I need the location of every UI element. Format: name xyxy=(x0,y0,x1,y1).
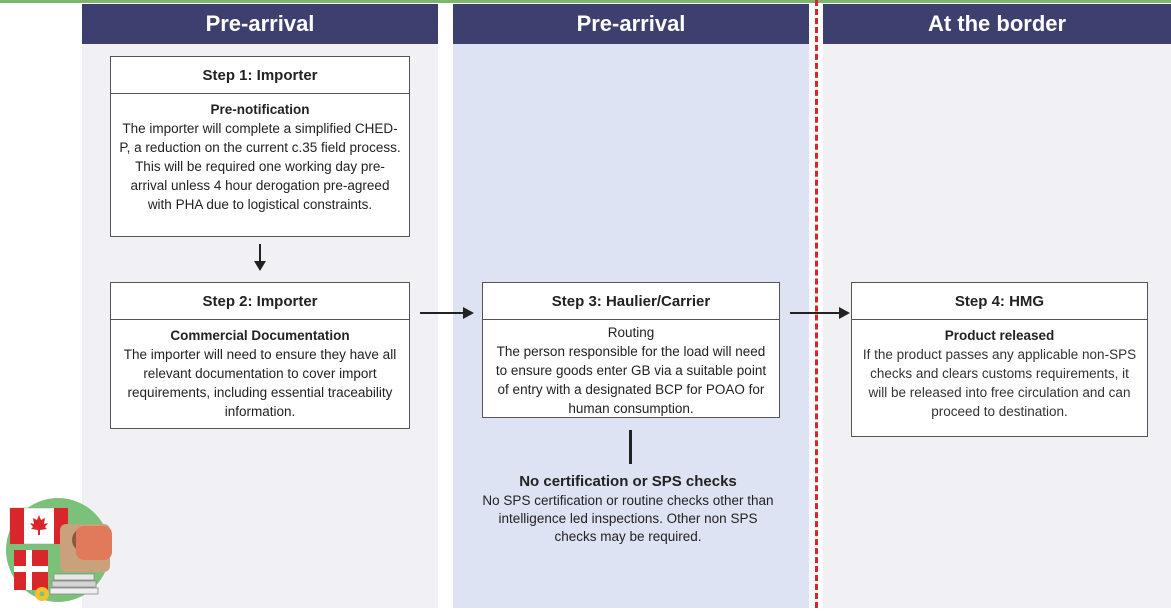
top-accent-line xyxy=(0,0,1171,3)
canada-flag-icon xyxy=(9,507,69,545)
note-title: No certification or SPS checks xyxy=(519,473,737,490)
step-1-title: Step 1: Importer xyxy=(111,57,409,94)
step-4-subtitle: Product released xyxy=(944,328,1055,343)
second-flag-icon xyxy=(14,550,48,590)
step-3-box: Step 3: Haulier/Carrier Routing The pers… xyxy=(482,282,780,418)
note-body: No SPS certification or routine checks o… xyxy=(482,493,774,544)
step-1-box: Step 1: Importer Pre-notification The im… xyxy=(110,56,410,237)
step-4-body: If the product passes any applicable non… xyxy=(862,347,1137,419)
column-header-pre-arrival-1: Pre-arrival xyxy=(82,4,438,44)
column-header-pre-arrival-2: Pre-arrival xyxy=(453,4,809,44)
arrow-step1-to-step2-line xyxy=(259,244,261,262)
gear-icon xyxy=(35,587,49,601)
arrow-step1-to-step2-head xyxy=(254,261,266,271)
documents-stack-icon xyxy=(49,573,99,595)
step-2-subtitle: Commercial Documentation xyxy=(170,328,350,343)
connector-step3-to-note xyxy=(629,430,632,464)
step-2-body: The importer will need to ensure they ha… xyxy=(123,347,397,419)
step-3-body: The person responsible for the load will… xyxy=(495,344,767,416)
arrow-step2-to-step3-head xyxy=(463,307,474,319)
step-1-subtitle: Pre-notification xyxy=(210,102,310,117)
step-4-box: Step 4: HMG Product released If the prod… xyxy=(851,282,1148,437)
column-header-at-the-border: At the border xyxy=(823,4,1171,44)
arrow-step2-to-step3-line xyxy=(420,312,464,314)
arrow-step3-to-step4-head xyxy=(839,307,850,319)
step-3-subtitle: Routing xyxy=(607,325,655,340)
step-1-body: The importer will complete a simplified … xyxy=(119,121,401,212)
step-4-title: Step 4: HMG xyxy=(852,283,1147,320)
step-2-box: Step 2: Importer Commercial Documentatio… xyxy=(110,282,410,429)
step-2-title: Step 2: Importer xyxy=(111,283,409,320)
import-illustration xyxy=(0,490,122,608)
border-dashed-divider xyxy=(815,0,818,608)
no-certification-note: No certification or SPS checks No SPS ce… xyxy=(478,472,778,546)
step-3-title: Step 3: Haulier/Carrier xyxy=(483,283,779,320)
hand-icon xyxy=(76,526,112,560)
arrow-step3-to-step4-line xyxy=(790,312,840,314)
